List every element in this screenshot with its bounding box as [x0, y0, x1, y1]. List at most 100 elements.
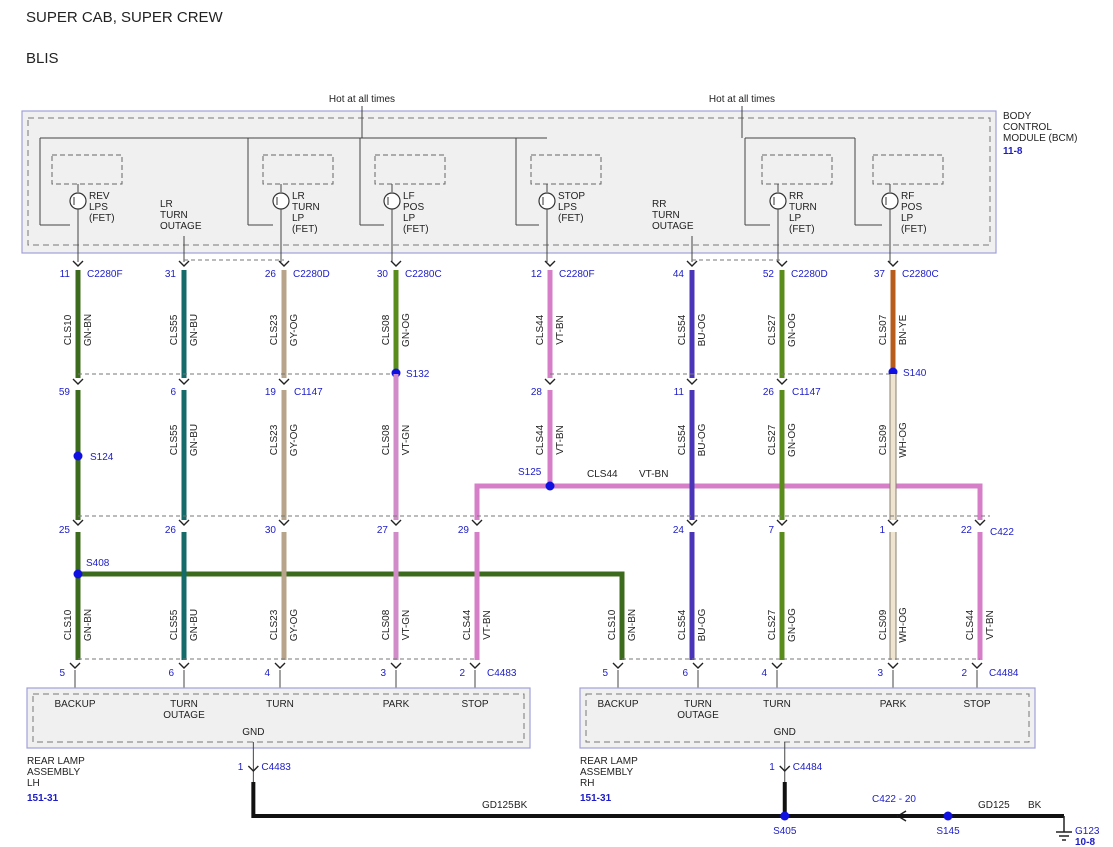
splice-label: S124 [90, 452, 114, 463]
mid-wire-circuit: CLS27 [767, 424, 778, 455]
c422-arrow [887, 519, 899, 526]
c422-arrow [72, 519, 84, 526]
lamp-inner-box [32, 693, 525, 743]
splice-label: S140 [903, 368, 927, 379]
lamp-pin: 2 [961, 668, 967, 679]
bcm-pin-number: 26 [265, 269, 277, 280]
splice-s408 [73, 569, 83, 579]
lower-wire-color: GN-OG [787, 608, 798, 642]
fet-symbol [383, 192, 401, 210]
bcm-name: CONTROL [1003, 122, 1052, 133]
c422-pin: 24 [673, 525, 685, 536]
lamp-pin: 6 [168, 668, 174, 679]
c422-pin: 30 [265, 525, 277, 536]
lower-wire-color: VT-BN [482, 610, 493, 639]
lamp-gnd-label: GND [774, 727, 796, 738]
lower-wire-circuit: CLS44 [965, 609, 976, 640]
lamp-pin: 2 [459, 668, 465, 679]
c422-pin: 1 [879, 525, 885, 536]
driver-dashed-box [530, 154, 602, 185]
lower-wire-circuit: CLS10 [607, 609, 618, 640]
lower-wire-circuit: CLS27 [767, 609, 778, 640]
fet-symbol [538, 192, 556, 210]
c1147-pin: 19 [265, 387, 277, 398]
c422-arrow [686, 519, 698, 526]
mid-wire-color: WH-OG [898, 422, 909, 458]
driver-label: LP [901, 213, 914, 224]
c422-pin: 27 [377, 525, 389, 536]
gnd-pin: 1 [769, 762, 775, 773]
bcm-connector-name: C2280D [293, 269, 330, 280]
lamp-pin-label: TURN [684, 699, 712, 710]
outage-label-lr: TURN [160, 210, 188, 221]
lamp-name: RH [580, 778, 594, 789]
vt-bn-bus [474, 483, 983, 520]
c422-arrow [471, 519, 483, 526]
lamp-pin: 3 [877, 668, 883, 679]
c422-arrow [278, 519, 290, 526]
c1147-name: C1147 [294, 387, 323, 398]
mid-wire-color: VT-GN [401, 425, 412, 456]
lamp-name: REAR LAMP [580, 756, 638, 767]
hot-label-left: Hot at all times [329, 94, 395, 105]
bcm-connector-name: C2280C [902, 269, 939, 280]
upper-wire-circuit: CLS23 [269, 314, 280, 345]
lower-wire-circuit: CLS54 [677, 609, 688, 640]
lower-wire-circuit: CLS44 [462, 609, 473, 640]
splice-label: S405 [773, 826, 797, 837]
bcm-pin-arrow [544, 260, 556, 267]
gnd-arrow [247, 765, 259, 772]
lamp-pin: 6 [682, 668, 688, 679]
lower-wire-circuit: CLS10 [63, 609, 74, 640]
upper-wire-circuit: CLS54 [677, 314, 688, 345]
driver-label: LP [292, 213, 305, 224]
mid-wire-circuit: CLS08 [381, 424, 392, 455]
lamp-name: REAR LAMP [27, 756, 85, 767]
lamp-pin-arrow [69, 662, 81, 669]
bcm-pin-number: 52 [763, 269, 775, 280]
bcm-pin-number: 31 [165, 269, 177, 280]
lower-wire-color: VT-BN [985, 610, 996, 639]
bcm-pin-arrow [72, 260, 84, 267]
lamp-pin-arrow [771, 662, 783, 669]
ground-color-right: BK [1028, 800, 1042, 811]
lower-wire-color: GN-BU [189, 609, 200, 641]
driver-label: (FET) [901, 224, 927, 235]
fet-symbol [272, 192, 290, 210]
outage-label-rr: RR [652, 199, 666, 210]
bcm-connector-name: C2280D [791, 269, 828, 280]
splice-s145 [943, 811, 953, 821]
gnd-pin: 1 [238, 762, 244, 773]
splice-label: S132 [406, 369, 430, 380]
lamp-pin: 3 [380, 668, 386, 679]
hot-label-right: Hot at all times [709, 94, 775, 105]
driver-dashed-box [374, 154, 446, 185]
fet-symbol [769, 192, 787, 210]
mid-wire-circuit: CLS44 [535, 424, 546, 455]
mid-wire-circuit: CLS55 [169, 424, 180, 455]
mid-wire-circuit: CLS23 [269, 424, 280, 455]
upper-wire-circuit: CLS27 [767, 314, 778, 345]
lamp-pin-arrow [274, 662, 286, 669]
s408-jumper [78, 571, 625, 600]
mid-wire-color: VT-BN [555, 425, 566, 454]
driver-dashed-box [872, 154, 944, 185]
lamp-pin-arrow [887, 662, 899, 669]
lamp-pin: 4 [761, 668, 767, 679]
lower-wire-circuit: CLS08 [381, 609, 392, 640]
c1147-pin: 28 [531, 387, 543, 398]
lamp-outer-box [26, 687, 531, 749]
driver-label: STOP [558, 191, 585, 202]
mid-wire-circuit: CLS09 [878, 424, 889, 455]
upper-wire-color: GN-OG [787, 313, 798, 347]
splice-label: S408 [86, 558, 110, 569]
gnd-connector: C4483 [261, 762, 291, 773]
splice-s405 [780, 811, 790, 821]
driver-label: (FET) [789, 224, 815, 235]
bcm-connector-name: C2280C [405, 269, 442, 280]
c422-arrow [390, 519, 402, 526]
lamp-pin-label: OUTAGE [163, 710, 205, 721]
gnd-arrow [779, 765, 791, 772]
lamp-pin-label: BACKUP [597, 699, 638, 710]
